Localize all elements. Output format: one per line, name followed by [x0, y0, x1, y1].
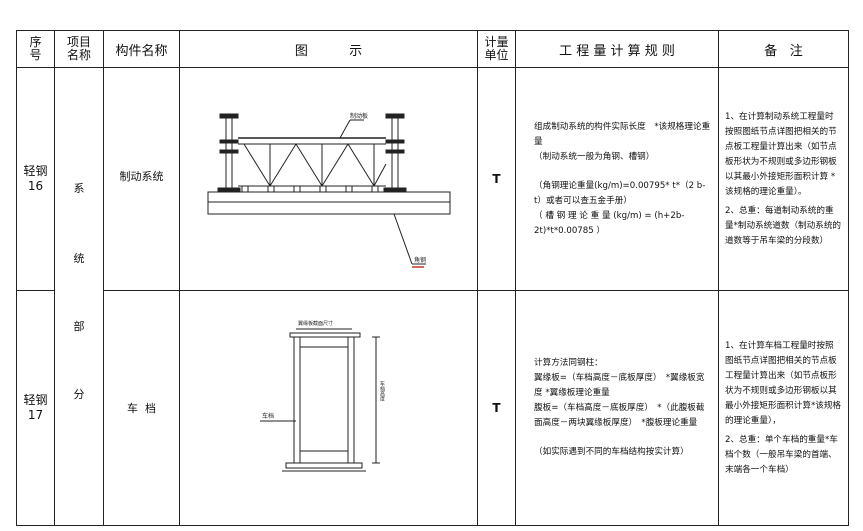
header-rule: 工 程 量 计 算 规 则: [515, 30, 719, 68]
label-angle-steel: 角钢: [414, 256, 426, 264]
header-figure: 图 示: [179, 30, 478, 68]
figure-car-stop: 翼缘板截面尺寸 车档高度 车档: [179, 290, 478, 526]
category-char: 分: [73, 388, 85, 401]
rule-cell: 组成制动系统的构件实际长度 *该规格理论重量 （制动系统一般为角钢、槽钢） （角…: [515, 67, 719, 291]
label-flange-section: 翼缘板截面尺寸: [298, 320, 333, 327]
header-component: 构件名称: [103, 30, 180, 68]
label-stop-height: 车档高度: [379, 380, 385, 402]
label-car-stop: 车档: [262, 412, 274, 420]
engineering-table: 序号 项目名称 构件名称 图 示 计量单位 工 程 量 计 算 规 则 备 注 …: [16, 30, 849, 526]
remark-cell: 1、在计算车档工程量时按照图纸节点详图把相关的节点板工程量计算出来（如节点板形状…: [718, 290, 849, 526]
car-stop-drawing: 翼缘板截面尺寸 车档高度 车档: [260, 320, 385, 472]
header-seq: 序号: [16, 30, 55, 68]
unit-cell: T: [477, 290, 516, 526]
brake-system-drawing: 制动板 角钢: [207, 112, 451, 268]
figure-brake-system: 制动板 角钢: [179, 67, 478, 291]
unit-cell: T: [477, 67, 516, 291]
header-remark: 备 注: [718, 30, 849, 68]
category-char: 部: [73, 320, 85, 333]
header-row: 序号 项目名称 构件名称 图 示 计量单位 工 程 量 计 算 规 则 备 注: [16, 30, 849, 68]
category-char: 系: [73, 182, 85, 195]
category-cell: 系 统 部 分: [54, 67, 104, 526]
label-brake-plate: 制动板: [350, 112, 368, 120]
category-char: 统: [73, 252, 85, 265]
header-unit: 计量单位: [477, 30, 516, 68]
component-name: 制动系统: [103, 67, 180, 291]
rule-cell: 计算方法同钢柱： 翼缘板=（车档高度－底板厚度） *翼缘板宽度 *翼缘板理论重量…: [515, 290, 719, 526]
remark-cell: 1、在计算制动系统工程量时按照图纸节点详图把相关的节点板工程量计算出来（如节点板…: [718, 67, 849, 291]
component-name: 车 档: [103, 290, 180, 526]
header-item: 项目名称: [54, 30, 104, 68]
